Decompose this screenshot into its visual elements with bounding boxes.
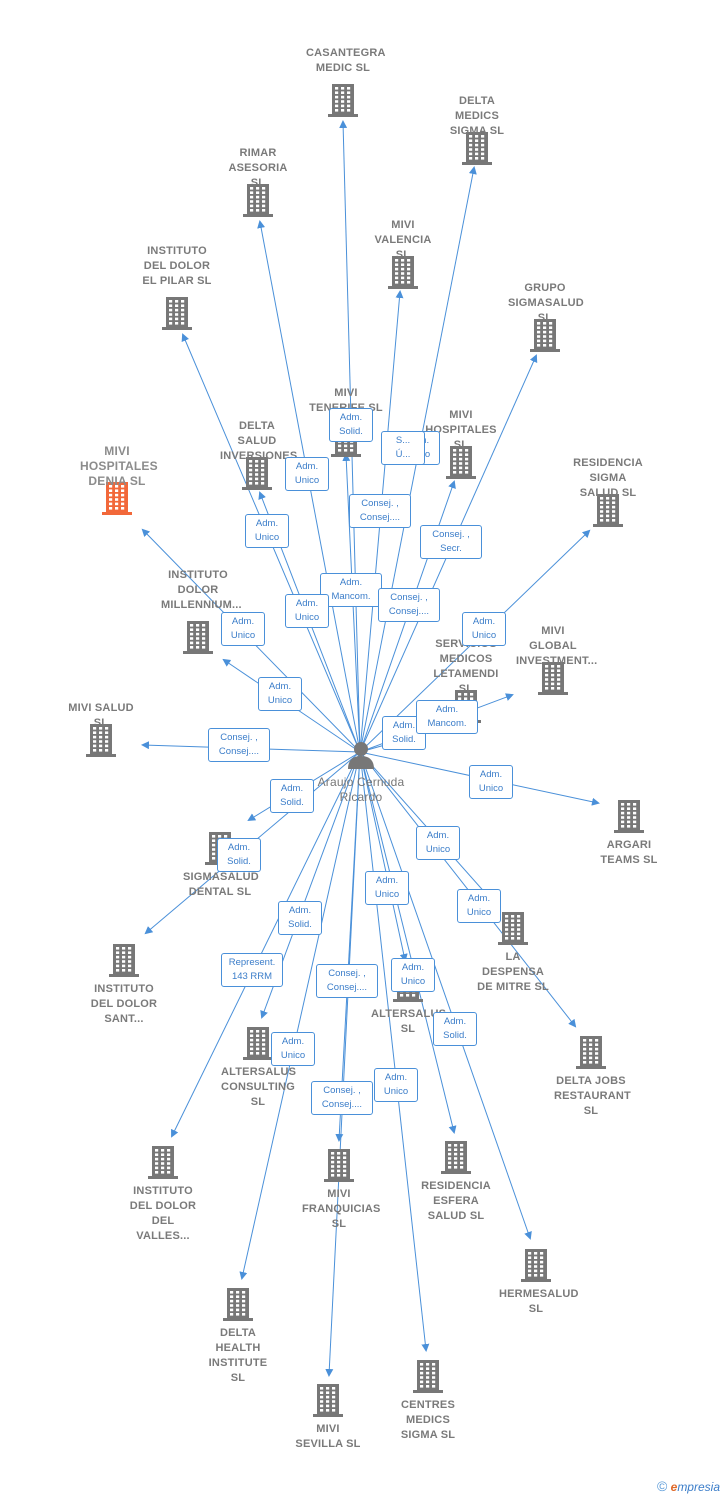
edge-altersalus	[359, 751, 408, 962]
node-la_despensa-building-icon[interactable]	[496, 910, 530, 946]
edge-role-instituto_millennium[interactable]: Adm. Unico	[258, 677, 302, 711]
edge-role-mivi_franquicias[interactable]: Consej. , Consej....	[316, 964, 378, 998]
node-label-mivi_sevilla[interactable]: MIVI SEVILLA SL	[295, 1423, 361, 1450]
footer-brand[interactable]: © empresia	[657, 1478, 720, 1494]
node-label-instituto_sant[interactable]: INSTITUTO DEL DOLOR SANT...	[90, 983, 158, 1025]
node-label-rimar[interactable]: RIMAR ASESORIA SL	[228, 147, 288, 189]
node-delta_medics-building-icon[interactable]	[460, 130, 494, 166]
node-label-casantegra[interactable]: CASANTEGRA MEDIC SL	[306, 47, 386, 74]
center-person-name[interactable]: Araujo Cernuda Ricardo	[317, 775, 405, 804]
node-mivi_sevilla-building-icon[interactable]	[311, 1382, 345, 1418]
edge-role-delta_health[interactable]: Adm. Unico	[271, 1032, 315, 1066]
node-label-mivi_global[interactable]: MIVI GLOBAL INVESTMENT...	[516, 625, 598, 667]
node-label-la_despensa[interactable]: LA DESPENSA DE MITRE SL	[477, 951, 549, 993]
edge-role-mivi_salud[interactable]: Consej. , Consej....	[208, 728, 270, 762]
node-hermesalud-building-icon[interactable]	[519, 1247, 553, 1283]
node-delta_salud-building-icon[interactable]	[240, 455, 274, 491]
edge-role-mivi_sevilla[interactable]: Consej. , Consej....	[311, 1081, 373, 1115]
node-label-delta_medics[interactable]: DELTA MEDICS SIGMA SL	[449, 95, 505, 137]
edge-residencia_esfera	[359, 751, 457, 1134]
edge-role-residencia_esfera[interactable]: Adm. Unico	[365, 871, 409, 905]
edge-role-servicios_letamendi[interactable]: Adm. Mancom.	[416, 700, 478, 734]
edge-role-argari[interactable]: Adm. Unico	[469, 765, 513, 799]
edge-role-instituto_valles[interactable]: Represent. 143 RRM	[221, 953, 283, 987]
node-instituto_millennium-building-icon[interactable]	[181, 619, 215, 655]
edge-role-residencia_sigma[interactable]: Adm. Unico	[462, 612, 506, 646]
node-residencia_esfera-building-icon[interactable]	[439, 1139, 473, 1175]
edge-hermesalud	[359, 751, 532, 1240]
node-label-grupo_sigma[interactable]: GRUPO SIGMASALUD SL	[508, 282, 584, 324]
node-argari-building-icon[interactable]	[612, 798, 646, 834]
node-mivi_global-building-icon[interactable]	[536, 660, 570, 696]
node-label-servicios_letamendi[interactable]: SERVICIOS MEDICOS LETAMENDI SL	[433, 638, 499, 695]
edge-role-delta_jobs[interactable]: Adm. Unico	[457, 889, 501, 923]
edge-role-delta_medics[interactable]: Consej. , Consej....	[349, 494, 411, 528]
edge-role-sigmasalud_dental[interactable]: Adm. Solid.	[270, 779, 314, 813]
node-label-argari[interactable]: ARGARI TEAMS SL	[600, 839, 658, 866]
node-label-sigmasalud_dental[interactable]: SIGMASALUD DENTAL SL	[183, 871, 259, 898]
node-label-instituto_valles[interactable]: INSTITUTO DEL DOLOR DEL VALLES...	[129, 1185, 197, 1242]
edge-role-casantegra[interactable]: Adm. Solid.	[329, 408, 373, 442]
node-instituto_valles-building-icon[interactable]	[146, 1144, 180, 1180]
edge-role-altersalus_consulting[interactable]: Adm. Solid.	[278, 901, 322, 935]
node-label-instituto_millennium[interactable]: INSTITUTO DOLOR MILLENNIUM...	[161, 569, 242, 611]
node-label-delta_jobs[interactable]: DELTA JOBS RESTAURANT SL	[554, 1075, 631, 1117]
node-label-mivi_franquicias[interactable]: MIVI FRANQUICIAS SL	[302, 1188, 381, 1230]
edge-role-mivi_valencia[interactable]: S... Ú...	[381, 431, 425, 465]
edge-role-mivi_hospitales[interactable]: Consej. , Consej....	[378, 588, 440, 622]
edge-mivi_sevilla	[325, 751, 361, 1377]
node-mivi_denia-building-icon[interactable]	[100, 480, 134, 516]
node-label-altersalus_consulting[interactable]: ALTERSALUS CONSULTING SL	[221, 1066, 297, 1108]
node-label-mivi_salud[interactable]: MIVI SALUD SL	[68, 702, 134, 729]
node-instituto_pilar-building-icon[interactable]	[160, 295, 194, 331]
node-mivi_valencia-building-icon[interactable]	[386, 254, 420, 290]
node-label-centres_medics[interactable]: CENTRES MEDICS SIGMA SL	[400, 1399, 456, 1441]
node-altersalus_consulting-building-icon[interactable]	[241, 1025, 275, 1061]
edge-role-delta_salud[interactable]: Adm. Unico	[285, 594, 329, 628]
node-mivi_salud-building-icon[interactable]	[84, 722, 118, 758]
edge-role-instituto_pilar[interactable]: Adm. Unico	[245, 514, 289, 548]
brand-name: mpresia	[677, 1480, 720, 1494]
edge-role-centres_medics[interactable]: Adm. Unico	[374, 1068, 418, 1102]
node-label-hermesalud[interactable]: HERMESALUD SL	[499, 1288, 579, 1315]
node-mivi_hospitales-building-icon[interactable]	[444, 444, 478, 480]
node-delta_health-building-icon[interactable]	[221, 1286, 255, 1322]
node-rimar-building-icon[interactable]	[241, 182, 275, 218]
edge-role-grupo_sigma[interactable]: Consej. , Secr.	[420, 525, 482, 559]
node-label-residencia_esfera[interactable]: RESIDENCIA ESFERA SALUD SL	[421, 1180, 491, 1222]
edge-centres_medics	[359, 751, 430, 1352]
node-label-mivi_hospitales[interactable]: MIVI HOSPITALES SL	[425, 409, 497, 451]
copyright-symbol: ©	[656, 1478, 668, 1494]
node-label-residencia_sigma[interactable]: RESIDENCIA SIGMA SALUD SL	[573, 457, 643, 499]
person-icon[interactable]	[345, 738, 377, 770]
node-residencia_sigma-building-icon[interactable]	[591, 492, 625, 528]
edge-role-hermesalud[interactable]: Adm. Solid.	[433, 1012, 477, 1046]
edge-role-instituto_sant[interactable]: Adm. Solid.	[217, 838, 261, 872]
edge-role-mivi_tenerife[interactable]: Adm. Mancom.	[320, 573, 382, 607]
edge-role-mivi_denia[interactable]: Adm. Unico	[221, 612, 265, 646]
edge-role-altersalus[interactable]: Adm. Unico	[391, 958, 435, 992]
node-mivi_franquicias-building-icon[interactable]	[322, 1147, 356, 1183]
node-label-delta_health[interactable]: DELTA HEALTH INSTITUTE SL	[208, 1327, 268, 1384]
node-label-instituto_pilar[interactable]: INSTITUTO DEL DOLOR EL PILAR SL	[142, 245, 212, 287]
brand-initial: e	[670, 1480, 678, 1494]
node-delta_jobs-building-icon[interactable]	[574, 1034, 608, 1070]
node-label-mivi_denia[interactable]: MIVI HOSPITALES DENIA SL	[80, 444, 158, 488]
edge-delta_health	[239, 751, 361, 1280]
node-grupo_sigma-building-icon[interactable]	[528, 317, 562, 353]
edge-role-la_despensa[interactable]: Adm. Unico	[416, 826, 460, 860]
edge-instituto_valles	[171, 751, 361, 1138]
node-label-mivi_valencia[interactable]: MIVI VALENCIA SL	[374, 219, 432, 261]
node-centres_medics-building-icon[interactable]	[411, 1358, 445, 1394]
edge-role-rimar[interactable]: Adm. Unico	[285, 457, 329, 491]
node-label-altersalus[interactable]: ALTERSALUS SL	[371, 1008, 447, 1035]
node-instituto_sant-building-icon[interactable]	[107, 942, 141, 978]
node-label-delta_salud[interactable]: DELTA SALUD INVERSIONES...	[220, 420, 308, 462]
node-casantegra-building-icon[interactable]	[326, 82, 360, 118]
